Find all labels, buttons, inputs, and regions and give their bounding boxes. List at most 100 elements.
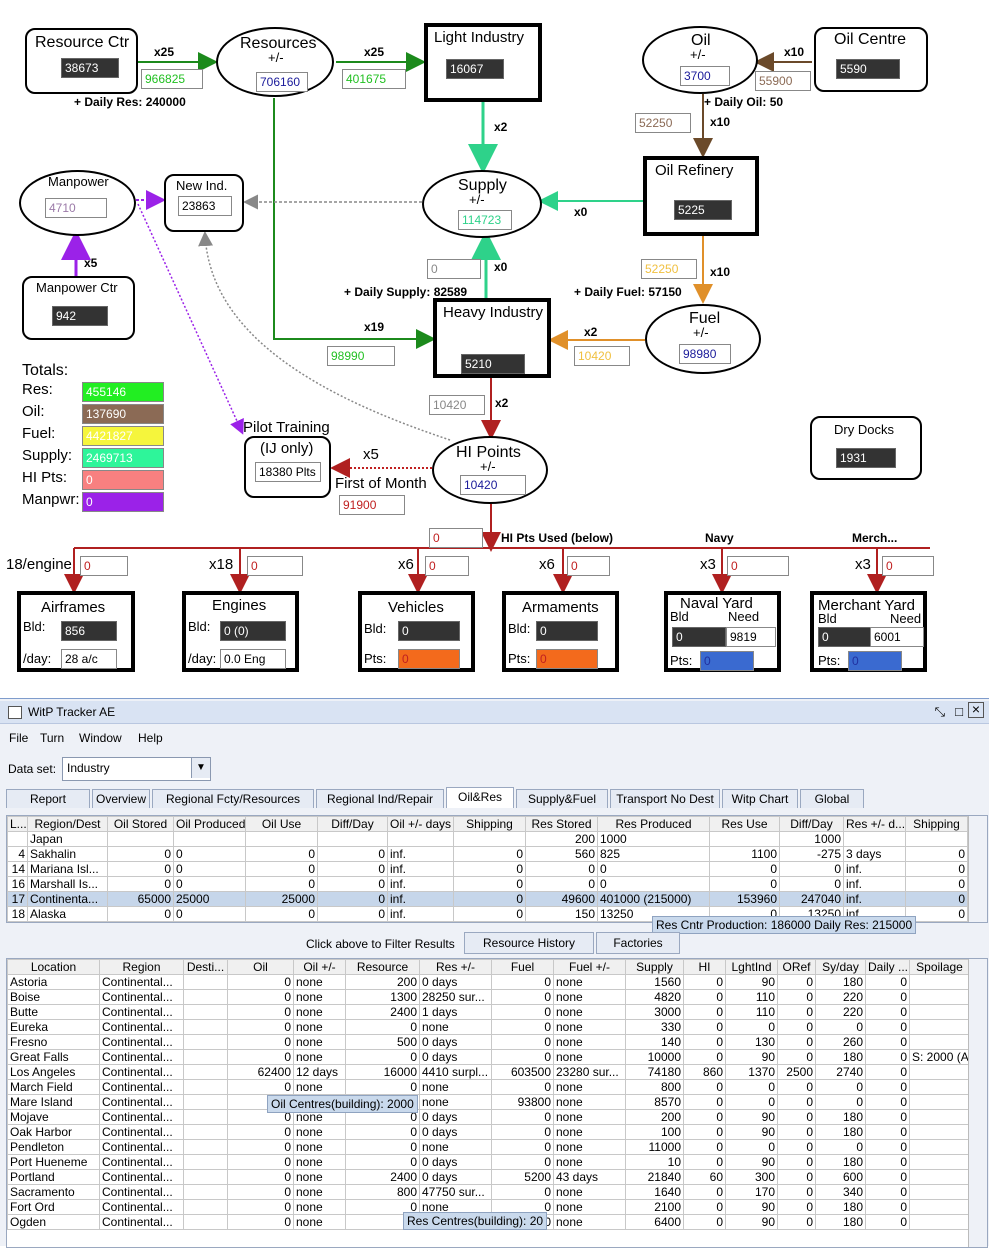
resources-sub: +/- bbox=[268, 50, 284, 65]
filter-label: Click above to Filter Results bbox=[306, 937, 455, 951]
column-header[interactable]: Shipping bbox=[905, 816, 968, 832]
tab-overview[interactable]: Overview bbox=[92, 789, 150, 808]
column-header[interactable]: Sy/day bbox=[815, 959, 866, 975]
column-header[interactable]: Res Produced bbox=[597, 816, 710, 832]
table-cell: 0 bbox=[107, 906, 174, 922]
location-table-scrollbar[interactable] bbox=[968, 959, 987, 1247]
refinery-supply-multiplier: x0 bbox=[574, 205, 588, 219]
new-ind-node: New Ind. 23863 bbox=[164, 174, 244, 232]
restore-icon[interactable]: ⤡ bbox=[934, 704, 945, 719]
naval-bld-value: 0 bbox=[672, 627, 726, 647]
tab-report[interactable]: Report bbox=[6, 789, 90, 808]
resource-history-button[interactable]: Resource History bbox=[464, 932, 594, 954]
table-cell: 0 bbox=[597, 861, 710, 877]
table-cell bbox=[909, 989, 970, 1005]
column-header[interactable]: HI bbox=[683, 959, 726, 975]
tab-supply-fuel[interactable]: Supply&Fuel bbox=[516, 789, 608, 808]
tab-transport-no-dest[interactable]: Transport No Dest bbox=[610, 789, 720, 808]
column-header[interactable]: Oil Produced bbox=[173, 816, 246, 832]
table-cell: none bbox=[553, 1199, 626, 1215]
table-cell: 600 bbox=[815, 1169, 866, 1185]
column-header[interactable]: ORef bbox=[777, 959, 816, 975]
table-cell bbox=[909, 1109, 970, 1125]
column-header[interactable]: Res +/- d... bbox=[843, 816, 906, 832]
table-cell: 0 bbox=[865, 1079, 910, 1095]
points-multiplier: x2 bbox=[495, 396, 509, 410]
tab-oil-res[interactable]: Oil&Res bbox=[446, 787, 514, 808]
menu-window[interactable]: Window bbox=[79, 731, 122, 745]
table-cell: 0 bbox=[683, 1124, 726, 1140]
menu-turn[interactable]: Turn bbox=[40, 731, 65, 745]
chevron-down-icon[interactable]: ▼ bbox=[191, 758, 210, 778]
column-header[interactable]: Daily ... bbox=[865, 959, 910, 975]
table-row[interactable]: Mare IslandContinental...0none0none93800… bbox=[7, 1094, 970, 1110]
resources-node: Resources +/- 706160 bbox=[216, 27, 334, 97]
factories-button[interactable]: Factories bbox=[596, 932, 680, 954]
table-cell: none bbox=[293, 1004, 346, 1020]
column-header[interactable]: Location bbox=[7, 959, 100, 975]
tab-regional-ind-repair[interactable]: Regional Ind/Repair bbox=[316, 789, 444, 808]
table-cell: Continental... bbox=[99, 1004, 184, 1020]
column-header[interactable]: Region bbox=[99, 959, 184, 975]
column-header[interactable]: Supply bbox=[625, 959, 684, 975]
tab-global[interactable]: Global bbox=[800, 789, 864, 808]
column-header[interactable]: Oil Stored bbox=[107, 816, 174, 832]
column-header[interactable]: Diff/Day bbox=[779, 816, 844, 832]
maximize-icon[interactable]: □ bbox=[955, 704, 963, 719]
table-cell bbox=[317, 831, 388, 847]
column-header[interactable]: Shipping bbox=[453, 816, 526, 832]
column-header[interactable]: Fuel +/- bbox=[553, 959, 626, 975]
column-header[interactable]: Fuel bbox=[491, 959, 554, 975]
column-header[interactable]: Oil Use bbox=[245, 816, 318, 832]
table-cell: Great Falls bbox=[7, 1049, 100, 1065]
tab-regional-fcty-resources[interactable]: Regional Fcty/Resources bbox=[152, 789, 314, 808]
table-cell bbox=[909, 1094, 970, 1110]
column-header[interactable]: Desti... bbox=[183, 959, 228, 975]
column-header[interactable]: Oil +/- bbox=[293, 959, 346, 975]
column-header[interactable]: Res Stored bbox=[525, 816, 598, 832]
table-cell bbox=[183, 1184, 228, 1200]
menu-help[interactable]: Help bbox=[138, 731, 163, 745]
column-header[interactable]: Resource bbox=[345, 959, 420, 975]
region-table-scrollbar[interactable] bbox=[968, 816, 987, 922]
table-cell: none bbox=[419, 1199, 492, 1215]
column-header[interactable]: LghtInd bbox=[725, 959, 778, 975]
table-cell: 0 bbox=[317, 906, 388, 922]
close-icon[interactable]: × bbox=[968, 702, 984, 718]
column-header[interactable]: Oil +/- days bbox=[387, 816, 454, 832]
supply-value: 114723 bbox=[458, 210, 512, 230]
column-header[interactable]: L... bbox=[7, 816, 28, 832]
table-cell: 0 bbox=[905, 891, 968, 907]
column-header[interactable]: Spoilage bbox=[909, 959, 970, 975]
table-cell: none bbox=[293, 1154, 346, 1170]
column-header[interactable]: Diff/Day bbox=[317, 816, 388, 832]
tab-witp-chart[interactable]: Witp Chart bbox=[722, 789, 798, 808]
column-header[interactable]: Region/Dest bbox=[27, 816, 108, 832]
column-header[interactable]: Res Use bbox=[709, 816, 780, 832]
dataset-select[interactable]: Industry ▼ bbox=[62, 757, 211, 781]
column-header[interactable]: Oil bbox=[227, 959, 294, 975]
menu-file[interactable]: File bbox=[9, 731, 29, 745]
column-header[interactable]: Res +/- bbox=[419, 959, 492, 975]
